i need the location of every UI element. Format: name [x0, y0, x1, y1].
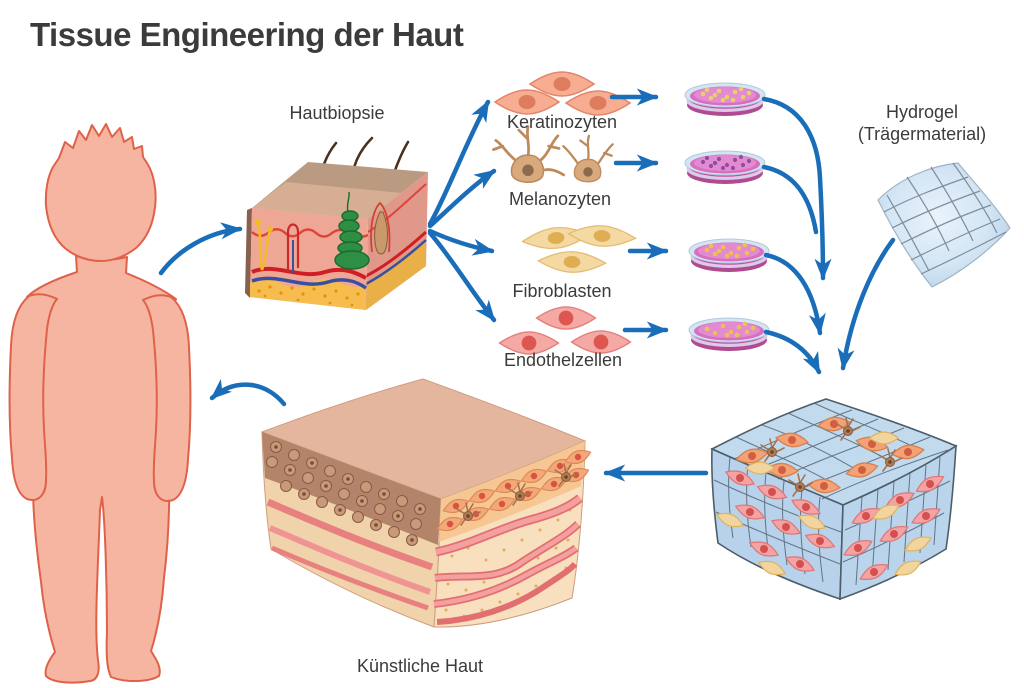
child-head	[44, 123, 157, 262]
construct-right-cells	[840, 470, 947, 585]
fibroblast-cells	[520, 222, 638, 275]
label-keratinocytes: Keratinozyten	[506, 112, 618, 132]
sweat-gland	[334, 191, 370, 270]
skin-vessels	[433, 494, 583, 625]
skin-biopsy-block	[245, 136, 428, 310]
skin-front-face	[433, 440, 594, 628]
petri-dish-keratinocytes	[684, 82, 766, 116]
biopsy-right-face	[365, 172, 428, 310]
arrow-dish2-merge	[761, 164, 819, 235]
label-endothelial: Endothelzellen	[503, 350, 623, 370]
label-hydrogel-line2: (Trägermaterial)	[857, 124, 987, 144]
label-melanocytes: Melanozyten	[508, 189, 612, 209]
petri-dish-fibroblasts	[688, 238, 770, 272]
petri-dishes	[684, 82, 770, 351]
arrow-hydrogel-to-construct	[837, 237, 896, 371]
vein	[251, 276, 367, 290]
page-title: Tissue Engineering der Haut	[30, 16, 464, 53]
flow-arrows	[158, 88, 896, 482]
label-artificial-skin: Künstliche Haut	[356, 656, 484, 676]
label-hydrogel: Hydrogel (Trägermaterial)	[858, 101, 986, 145]
biopsy-front-face	[250, 191, 391, 310]
child-left-arm	[8, 293, 58, 501]
label-fibroblasts: Fibroblasten	[512, 281, 612, 301]
skin-left-face	[261, 431, 442, 628]
tissue-construct-block	[710, 398, 958, 601]
endothelial-cells	[498, 306, 632, 355]
child-right-arm	[142, 294, 192, 502]
petri-dish-melanocytes	[684, 150, 766, 184]
petri-dish-endothelial	[688, 317, 770, 351]
arrow-body-to-biopsy	[158, 222, 243, 276]
arrow-dish3-to-construct	[763, 252, 826, 336]
arrow-biopsy-to-keratinocytes	[427, 99, 491, 227]
arrow-biopsy-to-melanocytes	[427, 168, 497, 229]
keratinocyte-cells	[494, 71, 631, 116]
child-figure	[8, 123, 192, 684]
arrow-skin-to-body	[209, 378, 287, 407]
skin-epidermis-cells	[434, 445, 594, 536]
construct-top-cells	[734, 415, 926, 497]
artificial-skin-block	[260, 378, 594, 628]
arrow-dish1-to-construct	[761, 96, 832, 281]
arrow-biopsy-to-fibroblasts	[427, 228, 495, 256]
artery	[251, 266, 367, 280]
label-hydrogel-line1: Hydrogel	[885, 102, 959, 122]
hair-follicle	[374, 211, 388, 255]
hydrogel-mesh	[877, 162, 1011, 288]
arrow-biopsy-to-endothelial	[427, 230, 497, 323]
construct-left-cells	[713, 465, 838, 580]
melanocyte-cells	[492, 125, 614, 184]
arrow-dish4-to-construct	[763, 329, 822, 375]
label-biopsy: Hautbiopsie	[289, 103, 385, 123]
